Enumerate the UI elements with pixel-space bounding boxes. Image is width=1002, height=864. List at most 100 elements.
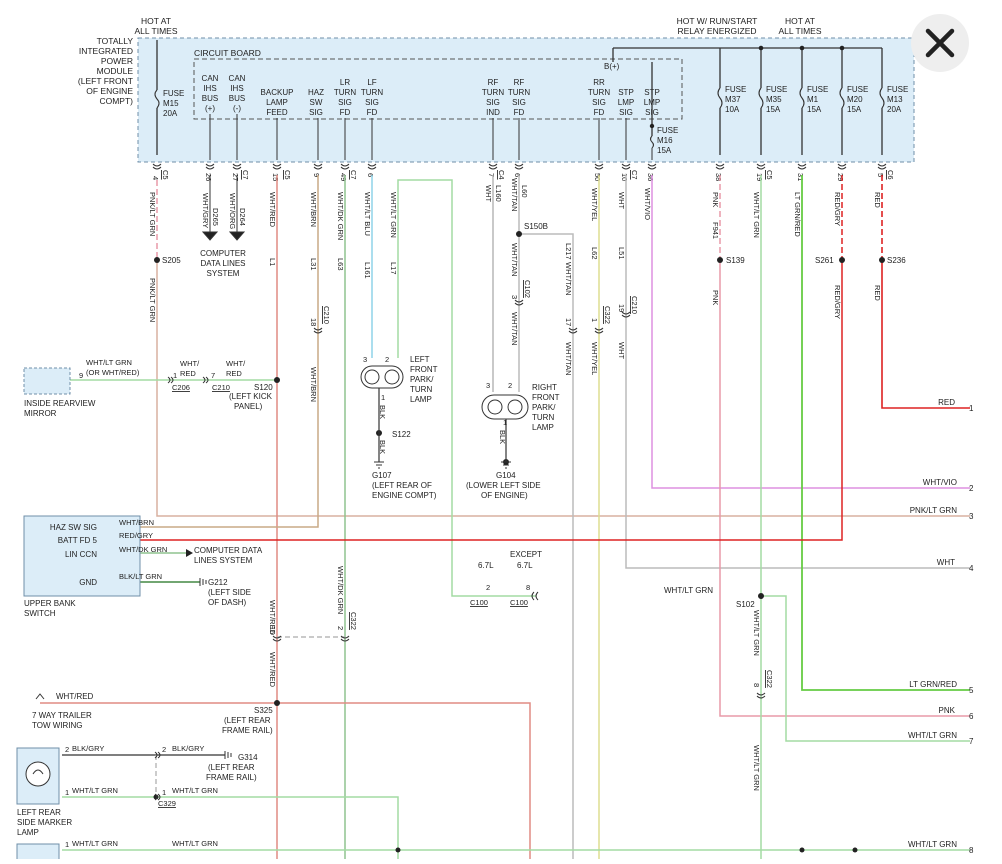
svg-text:RIGHT: RIGHT bbox=[532, 383, 557, 392]
svg-text:WHT/TAN: WHT/TAN bbox=[510, 243, 519, 277]
svg-text:L51: L51 bbox=[617, 247, 626, 260]
svg-text:C5: C5 bbox=[283, 170, 292, 180]
close-button[interactable] bbox=[911, 14, 969, 72]
svg-text:RF: RF bbox=[488, 78, 499, 87]
mid-connector-arcs bbox=[154, 299, 766, 801]
svg-text:(LEFT REAR: (LEFT REAR bbox=[224, 716, 271, 725]
svg-text:INTEGRATED: INTEGRATED bbox=[79, 46, 133, 56]
svg-text:3: 3 bbox=[510, 295, 519, 299]
circuit-board-label: CIRCUIT BOARD bbox=[194, 48, 261, 58]
wire-wht-vio bbox=[651, 175, 970, 489]
svg-text:LT GRN/RED: LT GRN/RED bbox=[793, 192, 802, 237]
g212-label: G212 (LEFT SIDE OF DASH) bbox=[208, 578, 251, 607]
svg-text:IHS: IHS bbox=[230, 84, 243, 93]
svg-text:C322: C322 bbox=[765, 670, 774, 688]
svg-text:FRAME RAIL): FRAME RAIL) bbox=[222, 726, 273, 735]
svg-text:15A: 15A bbox=[847, 105, 862, 114]
svg-text:WHT/TAN: WHT/TAN bbox=[564, 342, 573, 376]
svg-text:C210: C210 bbox=[322, 306, 331, 324]
svg-text:LINES SYSTEM: LINES SYSTEM bbox=[194, 556, 253, 565]
svg-text:FUSE: FUSE bbox=[657, 126, 678, 135]
svg-text:ALL TIMES: ALL TIMES bbox=[135, 26, 178, 36]
svg-text:C210: C210 bbox=[630, 296, 639, 314]
svg-text:6.7L: 6.7L bbox=[478, 561, 494, 570]
svg-text:C210: C210 bbox=[212, 383, 230, 392]
svg-text:HOT AT: HOT AT bbox=[141, 16, 171, 26]
svg-text:COMPT): COMPT) bbox=[99, 96, 133, 106]
svg-text:BUS: BUS bbox=[202, 94, 218, 103]
svg-text:WHT/RED: WHT/RED bbox=[268, 600, 277, 636]
svg-text:WHT/LT GRN: WHT/LT GRN bbox=[908, 731, 957, 740]
svg-text:RED/GRY: RED/GRY bbox=[833, 285, 842, 319]
wire-wht-tan bbox=[518, 175, 574, 859]
svg-text:10A: 10A bbox=[725, 105, 740, 114]
svg-text:27: 27 bbox=[231, 173, 240, 181]
svg-text:SIG: SIG bbox=[486, 98, 500, 107]
svg-text:3: 3 bbox=[969, 512, 974, 521]
svg-text:SIG: SIG bbox=[309, 108, 323, 117]
svg-text:G212: G212 bbox=[208, 578, 228, 587]
svg-text:7 WAY TRAILER: 7 WAY TRAILER bbox=[32, 711, 92, 720]
close-icon bbox=[925, 28, 955, 58]
splice-labels: S205 S150B S139 S261 S236 S120 S122 S102… bbox=[162, 222, 906, 715]
svg-text:2: 2 bbox=[162, 745, 166, 754]
wire-red-gry bbox=[140, 175, 843, 541]
wire-labels-upper: PNK/LT GRN PNK/LT GRN WHT/GRY D265 WHT/O… bbox=[148, 178, 882, 791]
svg-text:RED: RED bbox=[873, 192, 882, 208]
svg-text:16: 16 bbox=[268, 626, 277, 634]
svg-text:POWER: POWER bbox=[101, 56, 133, 66]
svg-text:WHT: WHT bbox=[937, 558, 955, 567]
svg-text:LEFT: LEFT bbox=[410, 355, 430, 364]
svg-text:15A: 15A bbox=[657, 146, 672, 155]
svg-text:FUSE: FUSE bbox=[725, 85, 746, 94]
svg-text:LAMP: LAMP bbox=[266, 98, 288, 107]
module-name: TOTALLY INTEGRATED POWER MODULE (LEFT FR… bbox=[78, 36, 133, 106]
output-labels: RED 1 WHT/VIO 2 PNK/LT GRN 3 WHT 4 LT GR… bbox=[908, 398, 974, 855]
svg-text:9: 9 bbox=[79, 371, 83, 380]
wire-wht-lt-grn-m35 bbox=[760, 175, 970, 859]
svg-text:OF ENGINE): OF ENGINE) bbox=[481, 491, 528, 500]
svg-text:1: 1 bbox=[65, 840, 69, 849]
svg-text:FEED: FEED bbox=[266, 108, 288, 117]
svg-text:F941: F941 bbox=[711, 222, 720, 239]
svg-text:TURN: TURN bbox=[532, 413, 554, 422]
svg-text:1: 1 bbox=[590, 318, 599, 322]
svg-text:IND: IND bbox=[486, 108, 500, 117]
svg-text:SIG: SIG bbox=[338, 98, 352, 107]
svg-text:MIRROR: MIRROR bbox=[24, 409, 57, 418]
svg-text:PNK: PNK bbox=[711, 192, 720, 207]
svg-text:COMPUTER: COMPUTER bbox=[200, 249, 246, 258]
svg-text:5: 5 bbox=[969, 686, 974, 695]
svg-text:D265: D265 bbox=[211, 208, 220, 226]
header-hot-all-times-right: HOT AT ALL TIMES bbox=[779, 16, 822, 36]
svg-text:7: 7 bbox=[211, 371, 215, 380]
svg-text:3: 3 bbox=[486, 381, 490, 390]
svg-text:S122: S122 bbox=[392, 430, 411, 439]
wire-can-bus bbox=[201, 175, 246, 241]
svg-text:WHT/GRY: WHT/GRY bbox=[201, 193, 210, 228]
trailer-label: WHT/RED 7 WAY TRAILER TOW WIRING bbox=[32, 692, 94, 730]
svg-text:BUS: BUS bbox=[229, 94, 245, 103]
svg-text:SIG: SIG bbox=[645, 108, 659, 117]
svg-text:ALL TIMES: ALL TIMES bbox=[779, 26, 822, 36]
svg-text:PARK/: PARK/ bbox=[410, 375, 434, 384]
svg-text:L62: L62 bbox=[590, 247, 599, 260]
svg-text:2: 2 bbox=[969, 484, 974, 493]
svg-text:SWITCH: SWITCH bbox=[24, 609, 56, 618]
svg-text:WHT: WHT bbox=[617, 342, 626, 359]
computer-data-lines-label: COMPUTER DATA LINES SYSTEM bbox=[200, 249, 246, 278]
s120-location: (LEFT KICK PANEL) bbox=[229, 392, 273, 411]
svg-text:TURN: TURN bbox=[361, 88, 383, 97]
svg-text:BLK/LT GRN: BLK/LT GRN bbox=[119, 572, 162, 581]
svg-text:C5: C5 bbox=[765, 170, 774, 180]
svg-text:G314: G314 bbox=[238, 753, 258, 762]
svg-text:C102: C102 bbox=[523, 280, 532, 298]
svg-text:LMP: LMP bbox=[644, 98, 660, 107]
svg-text:OF ENGINE: OF ENGINE bbox=[86, 86, 133, 96]
